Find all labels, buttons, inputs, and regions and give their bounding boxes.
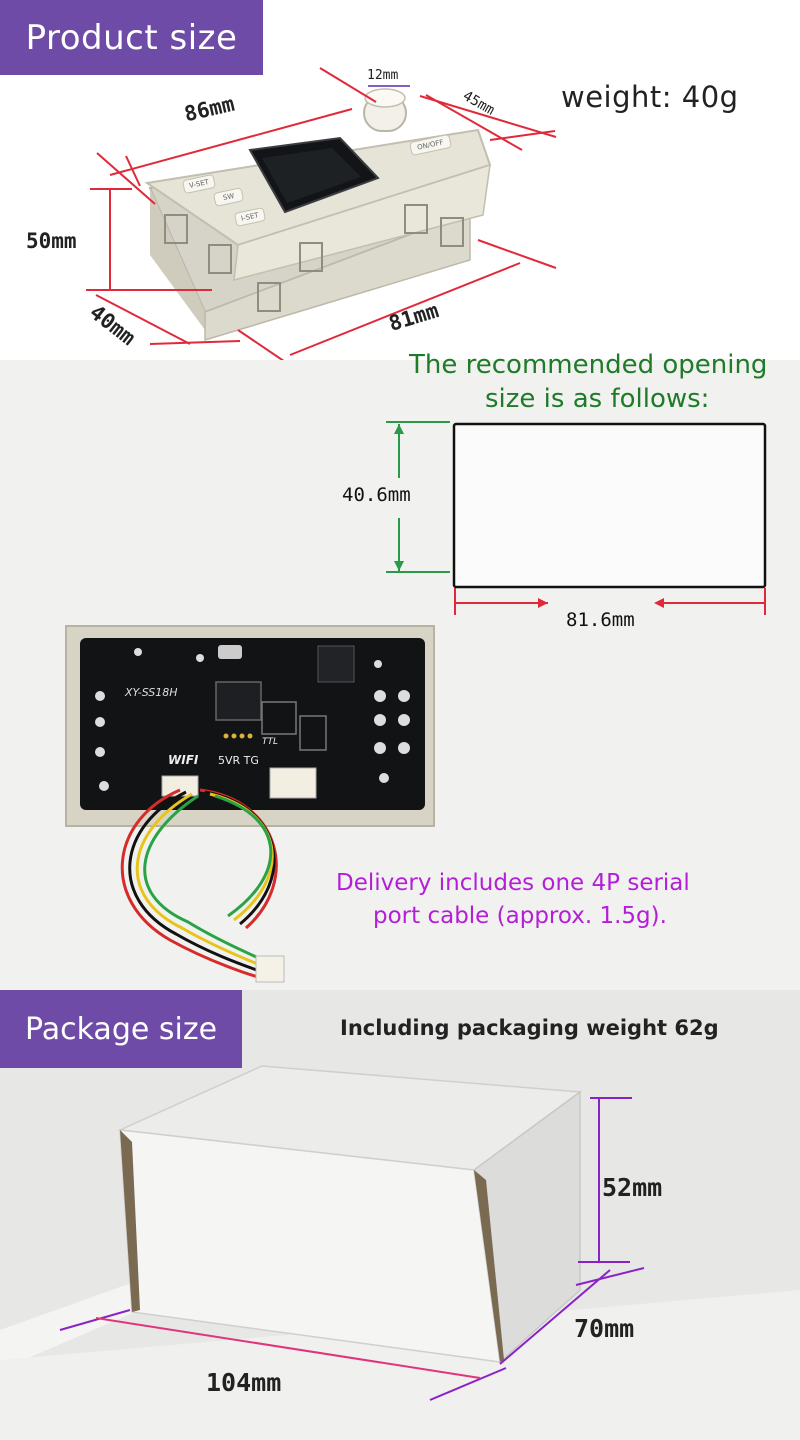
package-height-dim: 52mm bbox=[602, 1173, 663, 1202]
board-port-label: 5VR TG bbox=[218, 754, 259, 767]
opening-title-line2: size is as follows: bbox=[485, 384, 710, 414]
product-height-dim: 50mm bbox=[26, 229, 77, 253]
cable-note-line1: Delivery includes one 4P serial bbox=[336, 870, 690, 896]
package-depth-dim: 70mm bbox=[574, 1314, 635, 1343]
package-size-header-text: Package size bbox=[24, 1011, 218, 1047]
cable-note-line2: port cable (approx. 1.5g). bbox=[373, 903, 667, 929]
opening-height-dim: 40.6mm bbox=[342, 484, 411, 506]
product-weight-label: weight: 40g bbox=[561, 80, 739, 114]
product-knob-dim: 12mm bbox=[367, 68, 399, 83]
package-size-header: Package size bbox=[0, 990, 242, 1068]
product-size-header-text: Product size bbox=[25, 17, 238, 58]
board-wifi-label: WIFI bbox=[168, 753, 199, 767]
opening-title-line1: The recommended opening bbox=[409, 350, 768, 380]
opening-width-dim: 81.6mm bbox=[566, 609, 635, 631]
board-ttl-label: TTL bbox=[262, 737, 279, 747]
package-weight-label: Including packaging weight 62g bbox=[340, 1016, 719, 1040]
package-width-dim: 104mm bbox=[206, 1368, 282, 1397]
board-model-label: XY-SS18H bbox=[125, 686, 178, 699]
product-size-header: Product size bbox=[0, 0, 263, 75]
